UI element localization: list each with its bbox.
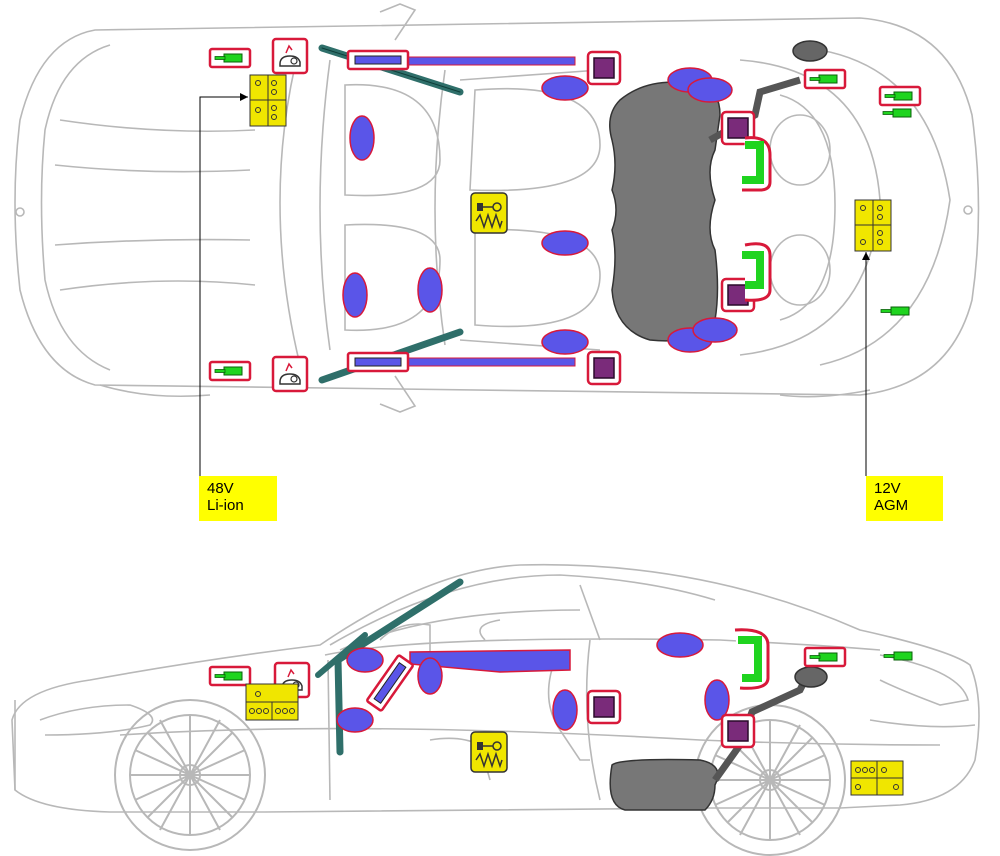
battery-12v-top: [854, 199, 892, 252]
label-48v-line2: Li-ion: [207, 497, 244, 514]
airbag-icon: [336, 707, 374, 733]
airbag-icon: [541, 75, 589, 101]
label-48v-li-ion: 48V Li-ion: [199, 476, 277, 521]
curtain-inflator-top-left: [346, 49, 410, 71]
label-12v-agm: 12V AGM: [866, 476, 943, 521]
gas-strut-icon: [880, 306, 910, 316]
airbag-icon: [346, 647, 384, 673]
airbag-icon: [541, 230, 589, 256]
battery-48v-top: [249, 74, 287, 127]
gas-strut-icon: [803, 646, 847, 668]
airbag-icon: [692, 317, 738, 343]
control-module-icon: [586, 350, 622, 386]
airbag-icon: [656, 632, 704, 658]
label-48v-line1: 48V: [207, 480, 234, 497]
seatbelt-pretensioner-top-left: [742, 136, 772, 192]
label-12v-line2: AGM: [874, 497, 909, 514]
curtain-airbag-top-right: [394, 357, 576, 367]
airbag-icon: [342, 272, 368, 318]
gas-strut-icon: [208, 47, 252, 69]
control-module-icon: [586, 689, 622, 725]
control-module-icon: [720, 713, 756, 749]
airbags-side: [336, 632, 730, 733]
fuel-tank-side: [609, 758, 719, 811]
seatbelt-pretensioner-side: [734, 628, 770, 690]
airbag-icon: [417, 267, 443, 313]
fuel-tank-top: [609, 81, 721, 342]
fuel-filler-cap-side: [794, 666, 828, 688]
airbag-icon: [687, 77, 733, 103]
gas-strut-icon: [803, 68, 847, 90]
callout-arrow-48v: [240, 93, 248, 101]
gas-strut-icon: [882, 108, 912, 118]
hood-actuator-icon: [271, 355, 309, 393]
rollover-bar-side-2: [315, 632, 368, 678]
airbag-icon: [704, 679, 730, 721]
curtain-inflator-side: [366, 654, 414, 712]
curtain-airbag-top-left: [394, 56, 576, 66]
gas-strut-icon: [883, 651, 913, 661]
seatbelt-pretensioner-top-right: [742, 242, 772, 302]
fuel-filler-pipe-side: [712, 678, 809, 783]
curtain-inflator-top-right: [346, 351, 410, 373]
battery-12v-side: [850, 760, 904, 796]
label-12v-line1: 12V: [874, 480, 901, 497]
control-module-icon: [586, 50, 622, 86]
callout-line-48v: [199, 96, 248, 476]
airbag-icon: [349, 115, 375, 161]
gas-strut-icon: [878, 85, 922, 107]
hood-actuator-icon: [271, 37, 309, 75]
airbag-icon: [417, 657, 443, 695]
battery-48v-side: [245, 683, 299, 721]
front-wheel: [114, 699, 266, 851]
fuel-filler-cap-top: [792, 40, 828, 62]
airbag-icon: [541, 329, 589, 355]
pyrotechnic-cutout-icon: [470, 192, 508, 234]
callout-arrow-12v: [862, 252, 870, 260]
pyrotechnic-cutout-icon: [470, 731, 508, 773]
airbags-top: [342, 67, 738, 355]
gas-strut-icon: [208, 665, 252, 687]
gas-strut-icon: [208, 360, 252, 382]
airbag-icon: [552, 689, 578, 731]
